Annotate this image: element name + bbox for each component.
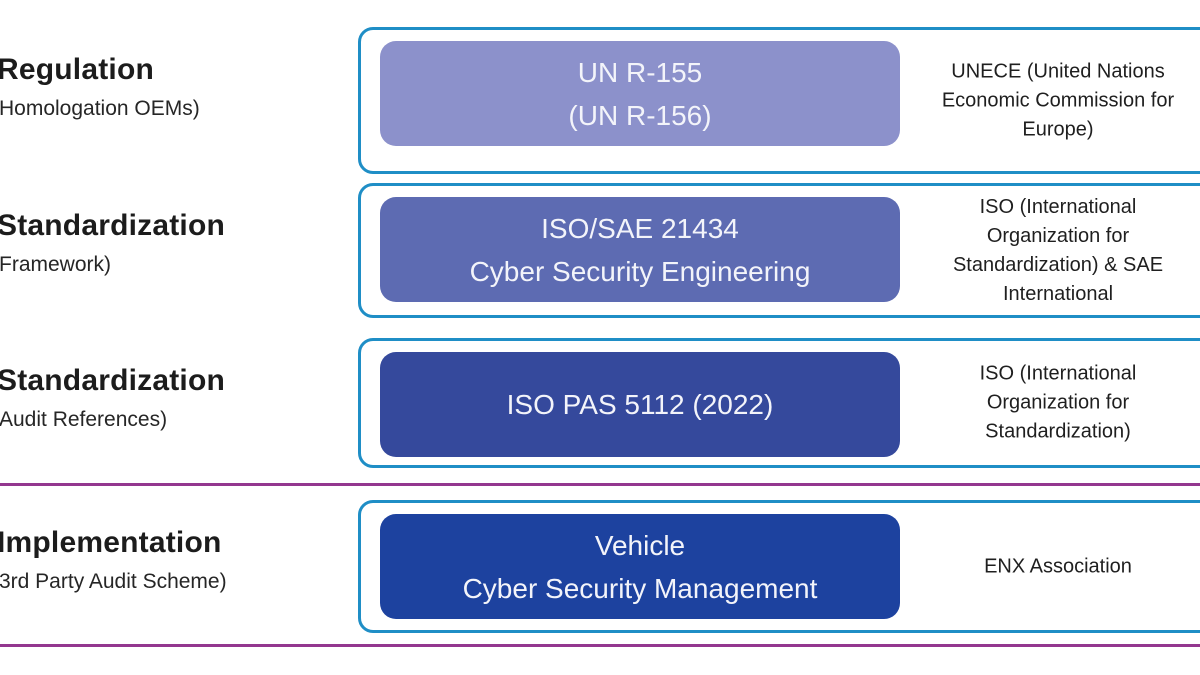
row-standardization-audit-label: Standardization (Audit References)	[0, 363, 350, 433]
box-line-1: UN R-155	[577, 56, 703, 88]
label-title: Standardization	[0, 209, 226, 242]
standard-box-iso-pas-5112: ISO PAS 5112 (2022)	[380, 352, 900, 457]
row-regulation-label: Regulation (Homologation OEMs)	[0, 52, 350, 122]
row-standardization-audit-frame: ISO PAS 5112 (2022) ISO (International O…	[358, 338, 1200, 468]
row-standardization-audit: Standardization (Audit References) ISO P…	[0, 338, 1200, 468]
row-implementation-label: Implementation (3rd Party Audit Scheme)	[0, 525, 350, 595]
row-regulation-frame: UN R-155 (UN R-156) UNECE (United Nation…	[358, 27, 1200, 174]
box-line-1: ISO/SAE 21434	[541, 212, 739, 244]
org-text-unece: UNECE (United Nations Economic Commissio…	[941, 60, 1175, 140]
label-subtitle: (Audit References)	[0, 408, 168, 431]
box-line-1: Vehicle	[594, 529, 686, 561]
label-title: Standardization	[0, 364, 226, 397]
standard-box-vcsm: Vehicle Cyber Security Management	[380, 514, 900, 619]
row-standardization-framework: Standardization (Framework) ISO/SAE 2143…	[0, 183, 1200, 318]
row-regulation: Regulation (Homologation OEMs) UN R-155 …	[0, 27, 1200, 174]
org-text-iso: ISO (International Organization for Stan…	[979, 362, 1137, 443]
row-standardization-framework-frame: ISO/SAE 21434 Cyber Security Engineering…	[358, 183, 1200, 318]
standard-box-iso-sae-21434: ISO/SAE 21434 Cyber Security Engineering	[380, 197, 900, 302]
label-title: Implementation	[0, 526, 222, 559]
label-subtitle: (Homologation OEMs)	[0, 97, 200, 120]
label-title: Regulation	[0, 53, 154, 86]
box-line-1: ISO PAS 5112 (2022)	[506, 389, 774, 420]
row-implementation: Implementation (3rd Party Audit Scheme) …	[0, 500, 1200, 633]
standard-box-un-r155: UN R-155 (UN R-156)	[380, 41, 900, 146]
box-line-2: Cyber Security Engineering	[469, 255, 811, 287]
row-standardization-framework-label: Standardization (Framework)	[0, 208, 350, 278]
label-subtitle: (3rd Party Audit Scheme)	[0, 570, 227, 593]
box-line-2: (UN R-156)	[568, 99, 712, 131]
divider-line-top	[0, 483, 1200, 486]
label-subtitle: (Framework)	[0, 253, 111, 276]
org-text-enx: ENX Association	[984, 555, 1132, 577]
box-line-2: Cyber Security Management	[462, 572, 818, 604]
org-text-iso-sae: ISO (International Organization for Stan…	[952, 195, 1164, 305]
row-implementation-frame: Vehicle Cyber Security Management ENX As…	[358, 500, 1200, 633]
divider-line-bottom	[0, 644, 1200, 647]
